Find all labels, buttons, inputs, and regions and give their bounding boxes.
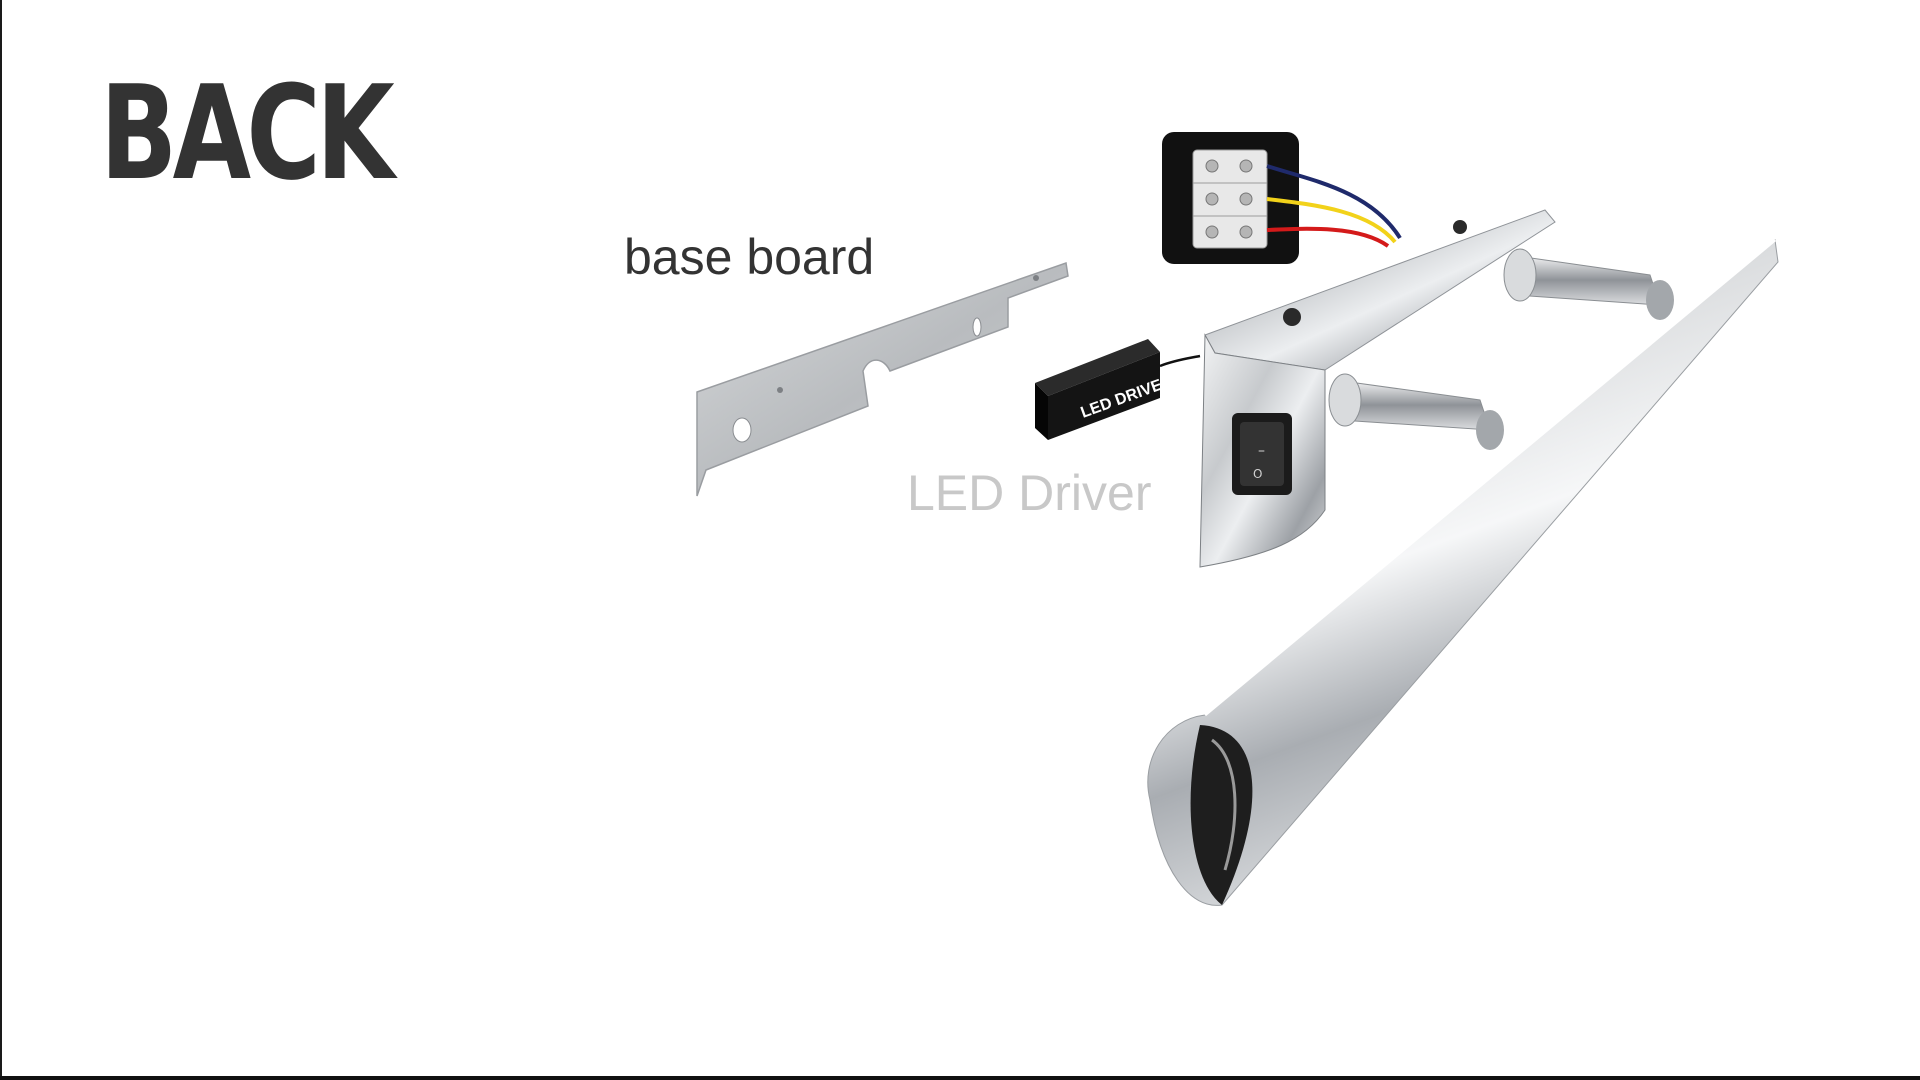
page-title: BACK: [100, 57, 395, 209]
switch-off-symbol: O: [1253, 467, 1262, 481]
led-driver-box: LED DRIVER: [1035, 339, 1201, 440]
rocker-switch: – O: [1232, 413, 1292, 495]
left-border-line: [0, 0, 2, 1080]
terminal-block-inset: [1162, 132, 1299, 264]
bottom-border-line: [0, 1076, 1920, 1080]
wall-bracket: – O: [1199, 209, 1556, 568]
support-arms: [1328, 248, 1674, 450]
base-board-label: base board: [624, 229, 875, 285]
switch-on-symbol: –: [1258, 443, 1265, 459]
base-board-plate: [696, 261, 1069, 497]
led-driver-label: LED Driver: [907, 465, 1152, 521]
wires: [1266, 164, 1402, 248]
led-bar: [1147, 238, 1779, 906]
